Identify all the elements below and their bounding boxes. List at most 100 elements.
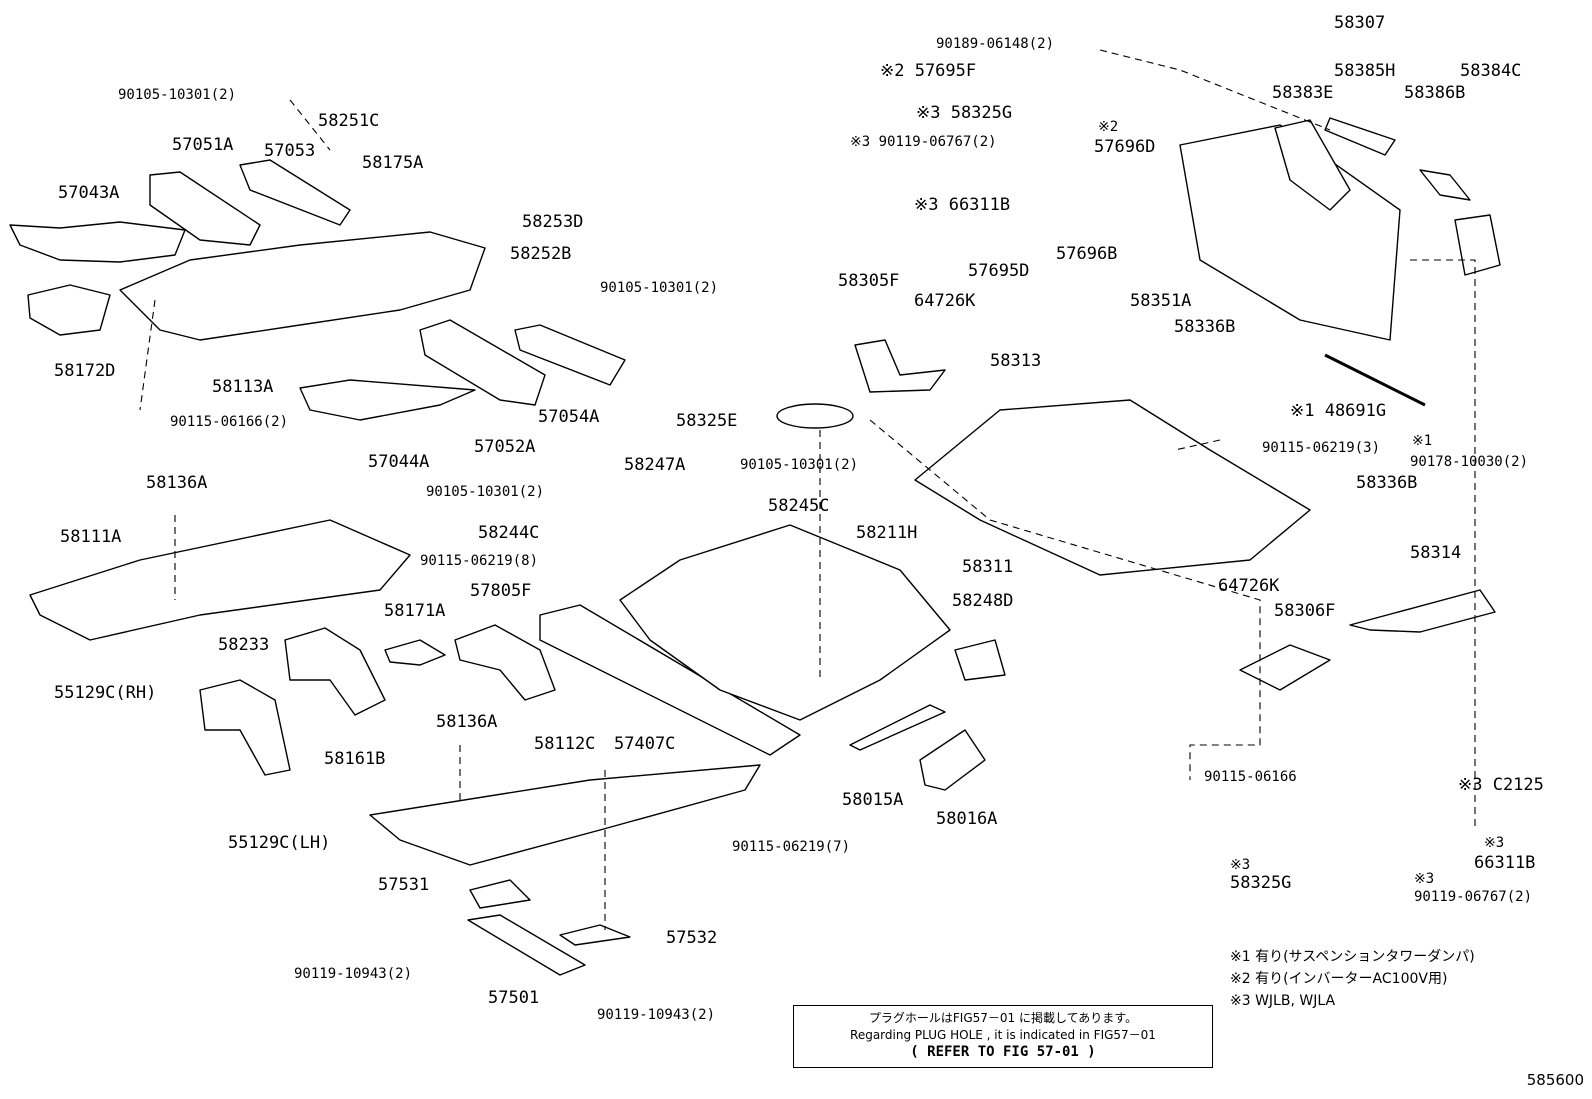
part-number-label: 58336B — [1356, 473, 1418, 493]
part-number-label: 58247A — [624, 455, 686, 475]
part-57051A — [149, 171, 261, 246]
part-number-label: 58351A — [1130, 291, 1192, 311]
part-number-label: 58314 — [1410, 543, 1462, 563]
part-57532 — [559, 924, 631, 946]
part-number-label: 57051A — [172, 135, 234, 155]
part-number-label: 57531 — [378, 875, 430, 895]
part-number-label: 58336B — [1174, 317, 1236, 337]
part-58325E — [776, 403, 854, 429]
leader-dashed-1 — [1099, 49, 1331, 131]
part-number-label: 57044A — [368, 452, 430, 472]
legend-item: ※3 WJLB, WJLA — [1230, 993, 1336, 1009]
part-number-label: 58244C — [478, 523, 540, 543]
part-number-label: 58111A — [60, 527, 122, 547]
part-number-label: ※3 — [1414, 871, 1435, 887]
part-number-label: 58172D — [54, 361, 116, 381]
part-number-label: 90115-06166(2) — [170, 414, 289, 430]
part-58171A — [384, 639, 446, 666]
part-number-label: 58251C — [318, 111, 380, 131]
part-number-label: ※1 48691G — [1290, 401, 1387, 421]
part-number-label: 57696D — [1094, 137, 1156, 157]
part-number-label: 55129C(RH) — [54, 683, 157, 703]
note-line-en: Regarding PLUG HOLE , it is indicated in… — [850, 1028, 1156, 1042]
part-number-label: 90189-06148(2) — [936, 36, 1055, 52]
part-number-label: ※3 C2125 — [1458, 775, 1544, 795]
part-number-label: 58016A — [936, 809, 998, 829]
part-number-label: 57695D — [968, 261, 1030, 281]
part-number-label: 58385H — [1334, 61, 1396, 81]
note-line-ja: プラグホールはFIG57－01 に掲載してあります。 — [868, 1011, 1138, 1025]
leader-dashed-8 — [1174, 439, 1221, 451]
part-number-label: 90119-10943(2) — [294, 966, 413, 982]
part-number-label: 58015A — [842, 790, 904, 810]
part-57052A — [419, 319, 546, 406]
part-number-label: ※3 66311B — [914, 195, 1011, 215]
note-reference: ( REFER TO FIG 57-01 ) — [910, 1044, 1096, 1060]
part-57054A — [514, 324, 626, 386]
part-57805F — [454, 624, 556, 701]
part-58016A — [919, 729, 986, 791]
part-number-label: 90105-10301(2) — [426, 484, 545, 500]
part-58314 — [1349, 589, 1496, 633]
part-58172D — [27, 284, 111, 336]
part-number-label: 58136A — [436, 712, 498, 732]
part-number-label: 90105-10301(2) — [740, 457, 859, 473]
part-57407C — [539, 604, 801, 756]
part-number-label: 58161B — [324, 749, 386, 769]
part-number-label: 58305F — [838, 271, 900, 291]
part-number-label: 57053 — [264, 141, 316, 161]
part-number-label: 58112C — [534, 734, 596, 754]
part-number-label: 58384C — [1460, 61, 1522, 81]
leader-dashed-7 — [289, 99, 331, 151]
part-number-label: 58325G — [1230, 873, 1292, 893]
part-57053 — [239, 159, 351, 226]
part-number-label: 58233 — [218, 635, 270, 655]
part-57531 — [469, 879, 531, 909]
part-number-label: 64726K — [1218, 576, 1280, 596]
part-number-label: ※1 — [1412, 433, 1433, 449]
part-number-label: 90119-06767(2) — [1414, 889, 1533, 905]
part-number-label: 58211H — [856, 523, 918, 543]
plug-hole-note: プラグホールはFIG57－01 に掲載してあります。 Regarding PLU… — [793, 1005, 1213, 1068]
part-number-label: 58248D — [952, 591, 1014, 611]
part-number-label: 58136A — [146, 473, 208, 493]
part-number-label: 58306F — [1274, 601, 1336, 621]
part-number-label: 57532 — [666, 928, 718, 948]
part-number-label: 58325E — [676, 411, 738, 431]
part-number-label: 64726K — [914, 291, 976, 311]
part-number-label: 90105-10301(2) — [600, 280, 719, 296]
leader-dashed-6 — [139, 299, 156, 411]
part-number-label: 57052A — [474, 437, 536, 457]
leader-dashed-3 — [869, 419, 1261, 780]
part-number-label: 90105-10301(2) — [118, 87, 237, 103]
part-58307 — [1179, 124, 1401, 341]
part-number-label: 90115-06219(7) — [732, 839, 851, 855]
part-number-label: ※3 90119-06767(2) — [850, 134, 997, 150]
part-number-label: 90115-06219(3) — [1262, 440, 1381, 456]
part-58233 — [199, 679, 291, 776]
leader-dashed-2 — [1410, 259, 1476, 830]
part-58386B — [1419, 169, 1471, 201]
part-number-label: 57805F — [470, 581, 532, 601]
part-number-label: ※2 57695F — [880, 61, 977, 81]
part-number-label: 90115-06166 — [1204, 769, 1297, 785]
part-number-label: 66311B — [1474, 853, 1536, 873]
part-number-label: ※3 — [1484, 835, 1505, 851]
part-57043A — [9, 221, 186, 263]
part-58111A — [29, 519, 411, 641]
part-58305F — [854, 339, 946, 393]
part-number-label: 57696B — [1056, 244, 1118, 264]
part-number-label: 58307 — [1334, 13, 1386, 33]
part-number-label: 90178-10030(2) — [1410, 454, 1529, 470]
part-number-label: 58113A — [212, 377, 274, 397]
part-48691G — [1324, 353, 1426, 407]
part-58211H — [619, 524, 951, 721]
part-number-label: 57501 — [488, 988, 540, 1008]
part-58311 — [914, 399, 1311, 576]
part-number-label: 58175A — [362, 153, 424, 173]
part-57501 — [467, 914, 586, 976]
part-number-label: 90115-06219(8) — [420, 553, 539, 569]
part-number-label: 58245C — [768, 496, 830, 516]
part-58112C — [369, 764, 761, 866]
